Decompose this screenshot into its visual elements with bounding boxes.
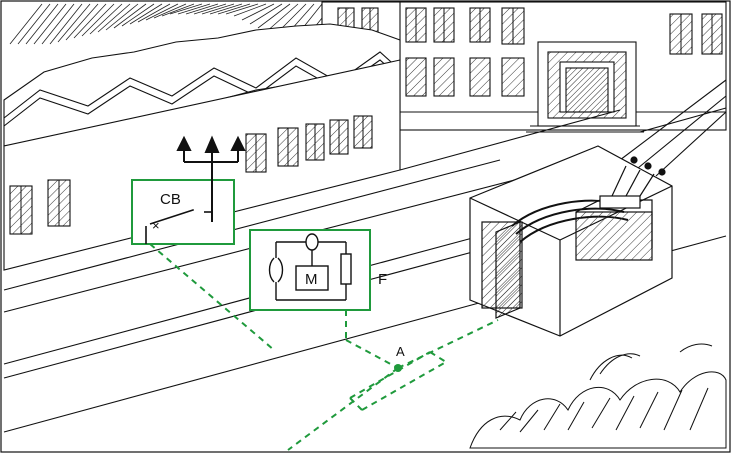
cb-label: CB xyxy=(160,191,181,208)
motor-label: M xyxy=(305,271,318,288)
point-a-marker xyxy=(394,364,402,372)
breaker-x-mark: × xyxy=(152,218,160,233)
cb-panel: × xyxy=(132,180,234,244)
substation xyxy=(470,146,672,336)
shrubs xyxy=(470,344,726,448)
f-panel xyxy=(250,230,370,310)
f-label: F xyxy=(378,271,387,288)
a-label: A xyxy=(396,344,405,359)
